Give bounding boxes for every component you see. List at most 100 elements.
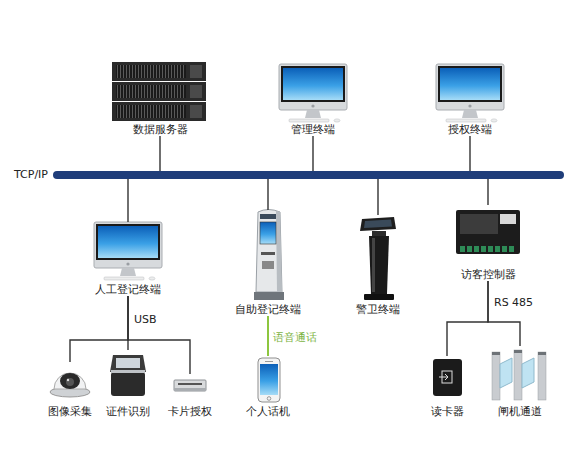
kiosk-keypad <box>262 261 274 269</box>
gate-glass <box>500 358 512 388</box>
device-label: 访客控制器 <box>424 268 552 281</box>
connector-label: USB <box>134 313 157 326</box>
camera-lens <box>66 378 74 386</box>
camera-dome <box>54 373 86 389</box>
device-node: 警卫终端 <box>343 215 413 316</box>
device-node: 闸机通道 <box>488 346 552 418</box>
terminal-screen <box>364 220 392 229</box>
terminal-block <box>460 246 465 252</box>
terminal-block <box>509 246 514 252</box>
connector <box>70 296 128 362</box>
server-unit <box>112 82 206 101</box>
bus-label: TCP/IP <box>14 168 48 181</box>
device-node: 管理终端 <box>270 60 356 136</box>
kiosk-base <box>254 292 284 300</box>
terminal-block <box>481 246 486 252</box>
reader-glass <box>116 358 140 368</box>
gate-top <box>514 350 522 353</box>
kiosk-slot <box>261 252 275 255</box>
terminal-highlight <box>372 238 375 292</box>
kiosk-side <box>276 211 282 292</box>
card-device-stripe <box>174 388 206 391</box>
desktop-computer <box>94 222 162 280</box>
device-label: 读卡器 <box>395 405 499 418</box>
connector <box>159 136 160 171</box>
device-label: 证件识别 <box>74 405 182 418</box>
controller-sticker <box>500 214 516 224</box>
terminal-block <box>467 246 472 252</box>
phone-body <box>258 358 280 402</box>
server-panel <box>190 85 202 98</box>
device-label: 个人话机 <box>216 405 320 418</box>
server-panel <box>190 105 202 118</box>
desktop-computer <box>436 64 504 122</box>
kiosk-screen <box>260 222 276 244</box>
controller-panel <box>460 214 498 234</box>
kiosk-top-panel <box>260 214 276 219</box>
connector-label: RS 485 <box>494 296 533 309</box>
terminal-block <box>474 246 479 252</box>
device-label: 数据服务器 <box>81 123 239 136</box>
device-node: 数据服务器 <box>105 58 215 136</box>
connector <box>488 281 520 346</box>
device-label: 授权终端 <box>403 123 537 136</box>
device-label: 自助登记终端 <box>204 303 332 316</box>
device-label: 警卫终端 <box>319 303 437 316</box>
device-label: 人工登记终端 <box>62 283 194 296</box>
connector <box>469 136 470 171</box>
device-node: 访客控制器 <box>448 205 528 281</box>
gate-glass <box>522 358 534 388</box>
device-label: 卡片授权 <box>138 405 242 418</box>
gate-post <box>538 352 546 400</box>
terminal-base <box>364 294 394 300</box>
connector <box>128 296 190 374</box>
server-unit <box>112 62 206 81</box>
terminal-block <box>502 246 507 252</box>
network-bus-bar <box>53 171 564 179</box>
card-reader-arrow <box>439 374 448 380</box>
camera-lens-housing <box>60 373 80 389</box>
phone-screen <box>260 364 278 395</box>
camera-glint <box>67 379 69 381</box>
connector <box>127 179 128 222</box>
reader-top <box>110 355 146 372</box>
terminal-head <box>360 217 396 231</box>
server-panel <box>190 65 202 78</box>
reader-base <box>111 372 145 396</box>
gate-post <box>514 350 522 400</box>
connector-label: 语音通话 <box>273 331 317 344</box>
connector <box>377 179 378 215</box>
card-device <box>174 380 206 391</box>
connector <box>267 179 268 210</box>
server-grill <box>116 85 186 98</box>
card-reader-body <box>433 359 462 396</box>
reader-band <box>111 370 145 373</box>
device-node: 个人话机 <box>240 356 296 418</box>
network-bus: TCP/IP <box>12 171 565 179</box>
terminal-block <box>495 246 500 252</box>
device-node: 自助登记终端 <box>228 210 308 316</box>
terminal-block <box>488 246 493 252</box>
gate-top <box>538 352 546 355</box>
connector <box>267 316 269 356</box>
device-label: 管理终端 <box>246 123 380 136</box>
device-node: 图像采集 <box>42 362 98 418</box>
device-label: 闸机通道 <box>464 405 576 418</box>
device-node: 卡片授权 <box>162 374 218 418</box>
server-grill <box>116 105 186 118</box>
controller-box <box>456 210 520 254</box>
desktop-computer <box>279 64 347 122</box>
gate-top <box>492 352 500 355</box>
card-slot <box>178 383 202 385</box>
gate-post <box>492 352 500 400</box>
device-node: 读卡器 <box>419 356 475 418</box>
phone-button <box>267 397 271 401</box>
connector <box>312 136 313 171</box>
connector <box>447 281 488 356</box>
phone-speaker <box>265 361 273 362</box>
server-grill <box>116 65 186 78</box>
device-node: 证件识别 <box>98 350 158 418</box>
device-node: 授权终端 <box>427 60 513 136</box>
terminal-column <box>369 236 389 294</box>
device-node: 人工登记终端 <box>86 222 170 296</box>
